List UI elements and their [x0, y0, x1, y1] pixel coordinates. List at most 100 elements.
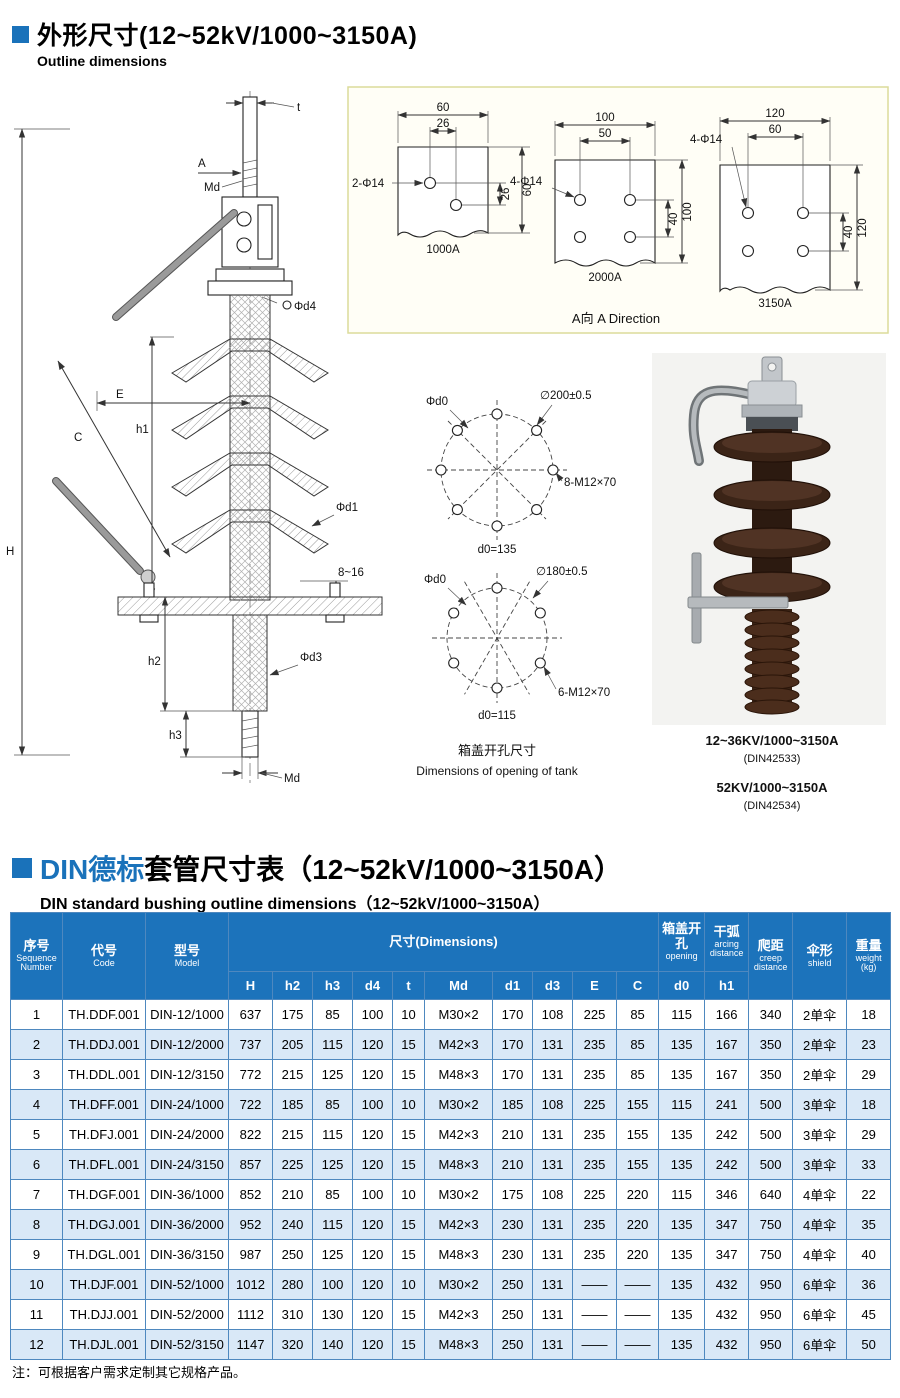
- table-cell: 10: [392, 1179, 425, 1210]
- table-cell: 240: [272, 1209, 313, 1240]
- table-cell: 100: [352, 1089, 393, 1120]
- table-cell: 167: [704, 1059, 750, 1090]
- table-cell: 18: [846, 1089, 892, 1120]
- table-cell: ——: [572, 1329, 617, 1360]
- table-cell: 131: [532, 1059, 573, 1090]
- dim-label-e: E: [116, 389, 124, 401]
- table-cell: 135: [658, 1149, 706, 1180]
- table-cell: 131: [532, 1149, 573, 1180]
- table-cell: 10: [392, 1089, 425, 1120]
- table-cell: 225: [572, 1089, 617, 1120]
- dim-label-h: H: [6, 546, 14, 558]
- outline-drawings-svg: t A Md Φd4: [6, 86, 889, 812]
- table-cell: TH.DGF.001: [62, 1179, 146, 1210]
- table-cell: 135: [658, 1059, 706, 1090]
- table-cell: TH.DFF.001: [62, 1089, 146, 1120]
- table-cell: M42×3: [424, 1119, 493, 1150]
- table-cell: TH.DDL.001: [62, 1059, 146, 1090]
- table-cell: 100: [352, 999, 393, 1030]
- section2-bullet-icon: [12, 858, 32, 878]
- circle2-bolts-label: 6-M12×70: [558, 687, 610, 699]
- table-cell: M48×3: [424, 1239, 493, 1270]
- table-cell: 185: [272, 1089, 313, 1120]
- table-cell: 15: [392, 1149, 425, 1180]
- table-cell: 235: [572, 1029, 617, 1060]
- table-cell: 135: [658, 1209, 706, 1240]
- flange-3150a: 120 60 40 120 4-Φ14 3150A: [690, 108, 869, 310]
- table-cell: M48×3: [424, 1059, 493, 1090]
- table-cell: 6单伞: [792, 1269, 848, 1300]
- label-1000a: 1000A: [426, 244, 460, 256]
- table-cell: TH.DFL.001: [62, 1149, 146, 1180]
- table-cell: 23: [846, 1029, 892, 1060]
- table-cell: 155: [615, 1089, 660, 1120]
- table-cell: M30×2: [424, 1179, 493, 1210]
- section1-bullet-icon: [12, 25, 29, 43]
- table-cell: 250: [492, 1329, 533, 1360]
- table-cell: 857: [228, 1149, 273, 1180]
- table-cell: M30×2: [424, 1089, 493, 1120]
- table-cell: 500: [748, 1149, 794, 1180]
- dim-label-gap: 8~16: [338, 567, 364, 579]
- table-cell: 4: [10, 1089, 63, 1120]
- table-cell: 3单伞: [792, 1089, 848, 1120]
- table-cell: 346: [704, 1179, 750, 1210]
- table-cell: 737: [228, 1029, 273, 1060]
- dim-label-t: t: [297, 102, 301, 114]
- table-cell: 1: [10, 999, 63, 1030]
- table-cell: 15: [392, 1329, 425, 1360]
- table-cell: 120: [352, 1119, 393, 1150]
- table-cell: 120: [352, 1269, 393, 1300]
- table-cell: 4单伞: [792, 1239, 848, 1270]
- table-cell: M48×3: [424, 1329, 493, 1360]
- photo-caption-2: 52KV/1000~3150A: [717, 780, 829, 795]
- dim-label-md-bottom: Md: [284, 773, 300, 785]
- table-cell: 235: [572, 1059, 617, 1090]
- subcol-d0: d0: [658, 971, 706, 1000]
- table-cell: TH.DDJ.001: [62, 1029, 146, 1060]
- bolt-circle-8: Φd0 ∅200±0.5 8-M12×70 d0=135: [426, 390, 616, 556]
- table-cell: 135: [658, 1239, 706, 1270]
- table-cell: 29: [846, 1119, 892, 1150]
- table-cell: 131: [532, 1329, 573, 1360]
- table-cell: ——: [572, 1299, 617, 1330]
- table-cell: 33: [846, 1149, 892, 1180]
- col-dimensions: 尺寸(Dimensions): [227, 912, 660, 972]
- section1-title: 外形尺寸(12~52kV/1000~3150A): [37, 22, 418, 50]
- table-cell: 115: [658, 999, 706, 1030]
- table-cell: 250: [492, 1269, 533, 1300]
- table-cell: 250: [492, 1299, 533, 1330]
- photo-caption-1-sub: (DIN42533): [744, 753, 801, 765]
- table-cell: 120: [352, 1029, 393, 1060]
- table-cell: 85: [615, 1029, 660, 1060]
- table-cell: 125: [312, 1239, 353, 1270]
- circle2-d0-label: Φd0: [424, 574, 446, 586]
- section2-header: DIN德标套管尺寸表（12~52kV/1000~3150A） DIN stand…: [12, 848, 622, 914]
- table-cell: 235: [572, 1119, 617, 1150]
- table-cell: 170: [492, 1029, 533, 1060]
- table-cell: 10: [392, 999, 425, 1030]
- section2-subtitle: DIN standard bushing outline dimensions（…: [40, 896, 550, 913]
- subcol-H: H: [228, 971, 273, 1000]
- dim-1000a-holes: 2-Φ14: [352, 178, 385, 190]
- table-cell: 131: [532, 1239, 573, 1270]
- dim-2000a-side40: 40: [668, 213, 680, 226]
- subcol-E: E: [572, 971, 617, 1000]
- table-cell: 29: [846, 1059, 892, 1090]
- table-cell: 15: [392, 1209, 425, 1240]
- subcol-C: C: [615, 971, 660, 1000]
- table-cell: M42×3: [424, 1299, 493, 1330]
- subcol-d3: d3: [532, 971, 573, 1000]
- table-cell: 131: [532, 1269, 573, 1300]
- table-cell: 45: [846, 1299, 892, 1330]
- table-cell: DIN-12/3150: [145, 1059, 229, 1090]
- table-cell: ——: [615, 1269, 660, 1300]
